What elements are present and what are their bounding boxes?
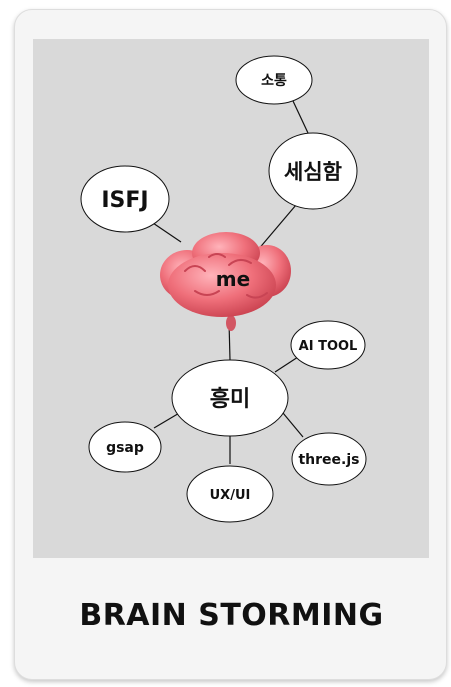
node-uxui-label: UX/UI <box>210 488 251 503</box>
center-label: me <box>216 267 250 291</box>
link-isfj-me <box>149 220 182 243</box>
node-isfj: ISFJ <box>80 165 170 233</box>
node-sesimham-label: 세심함 <box>284 160 342 184</box>
link-heungmi-aitool <box>274 356 299 373</box>
link-heungmi-gsap <box>153 411 182 429</box>
card-caption: BRAIN STORMING <box>79 598 384 633</box>
brain-icon <box>160 232 291 331</box>
link-heungmi-threejs <box>282 412 304 438</box>
node-isfj-label: ISFJ <box>101 188 148 213</box>
link-sesimham-me <box>256 204 297 252</box>
node-sotong: 소통 <box>235 55 313 105</box>
node-heungmi-label: 흥미 <box>210 387 250 412</box>
brainstorm-card: 소통 세심함 ISFJ me <box>14 9 447 680</box>
node-ai-tool: AI TOOL <box>290 320 366 370</box>
node-ai-tool-label: AI TOOL <box>299 339 358 354</box>
node-heungmi: 흥미 <box>171 359 289 437</box>
node-sotong-label: 소통 <box>261 73 287 89</box>
node-gsap-label: gsap <box>106 440 144 456</box>
node-gsap: gsap <box>88 421 162 473</box>
mindmap-canvas: 소통 세심함 ISFJ me <box>33 39 429 558</box>
node-threejs: three.js <box>291 432 367 486</box>
node-sesimham: 세심함 <box>268 132 358 210</box>
node-threejs-label: three.js <box>298 452 359 468</box>
mindmap-svg: 소통 세심함 ISFJ me <box>80 55 367 523</box>
node-uxui: UX/UI <box>186 465 274 523</box>
link-sotong-sesimham <box>292 100 309 134</box>
